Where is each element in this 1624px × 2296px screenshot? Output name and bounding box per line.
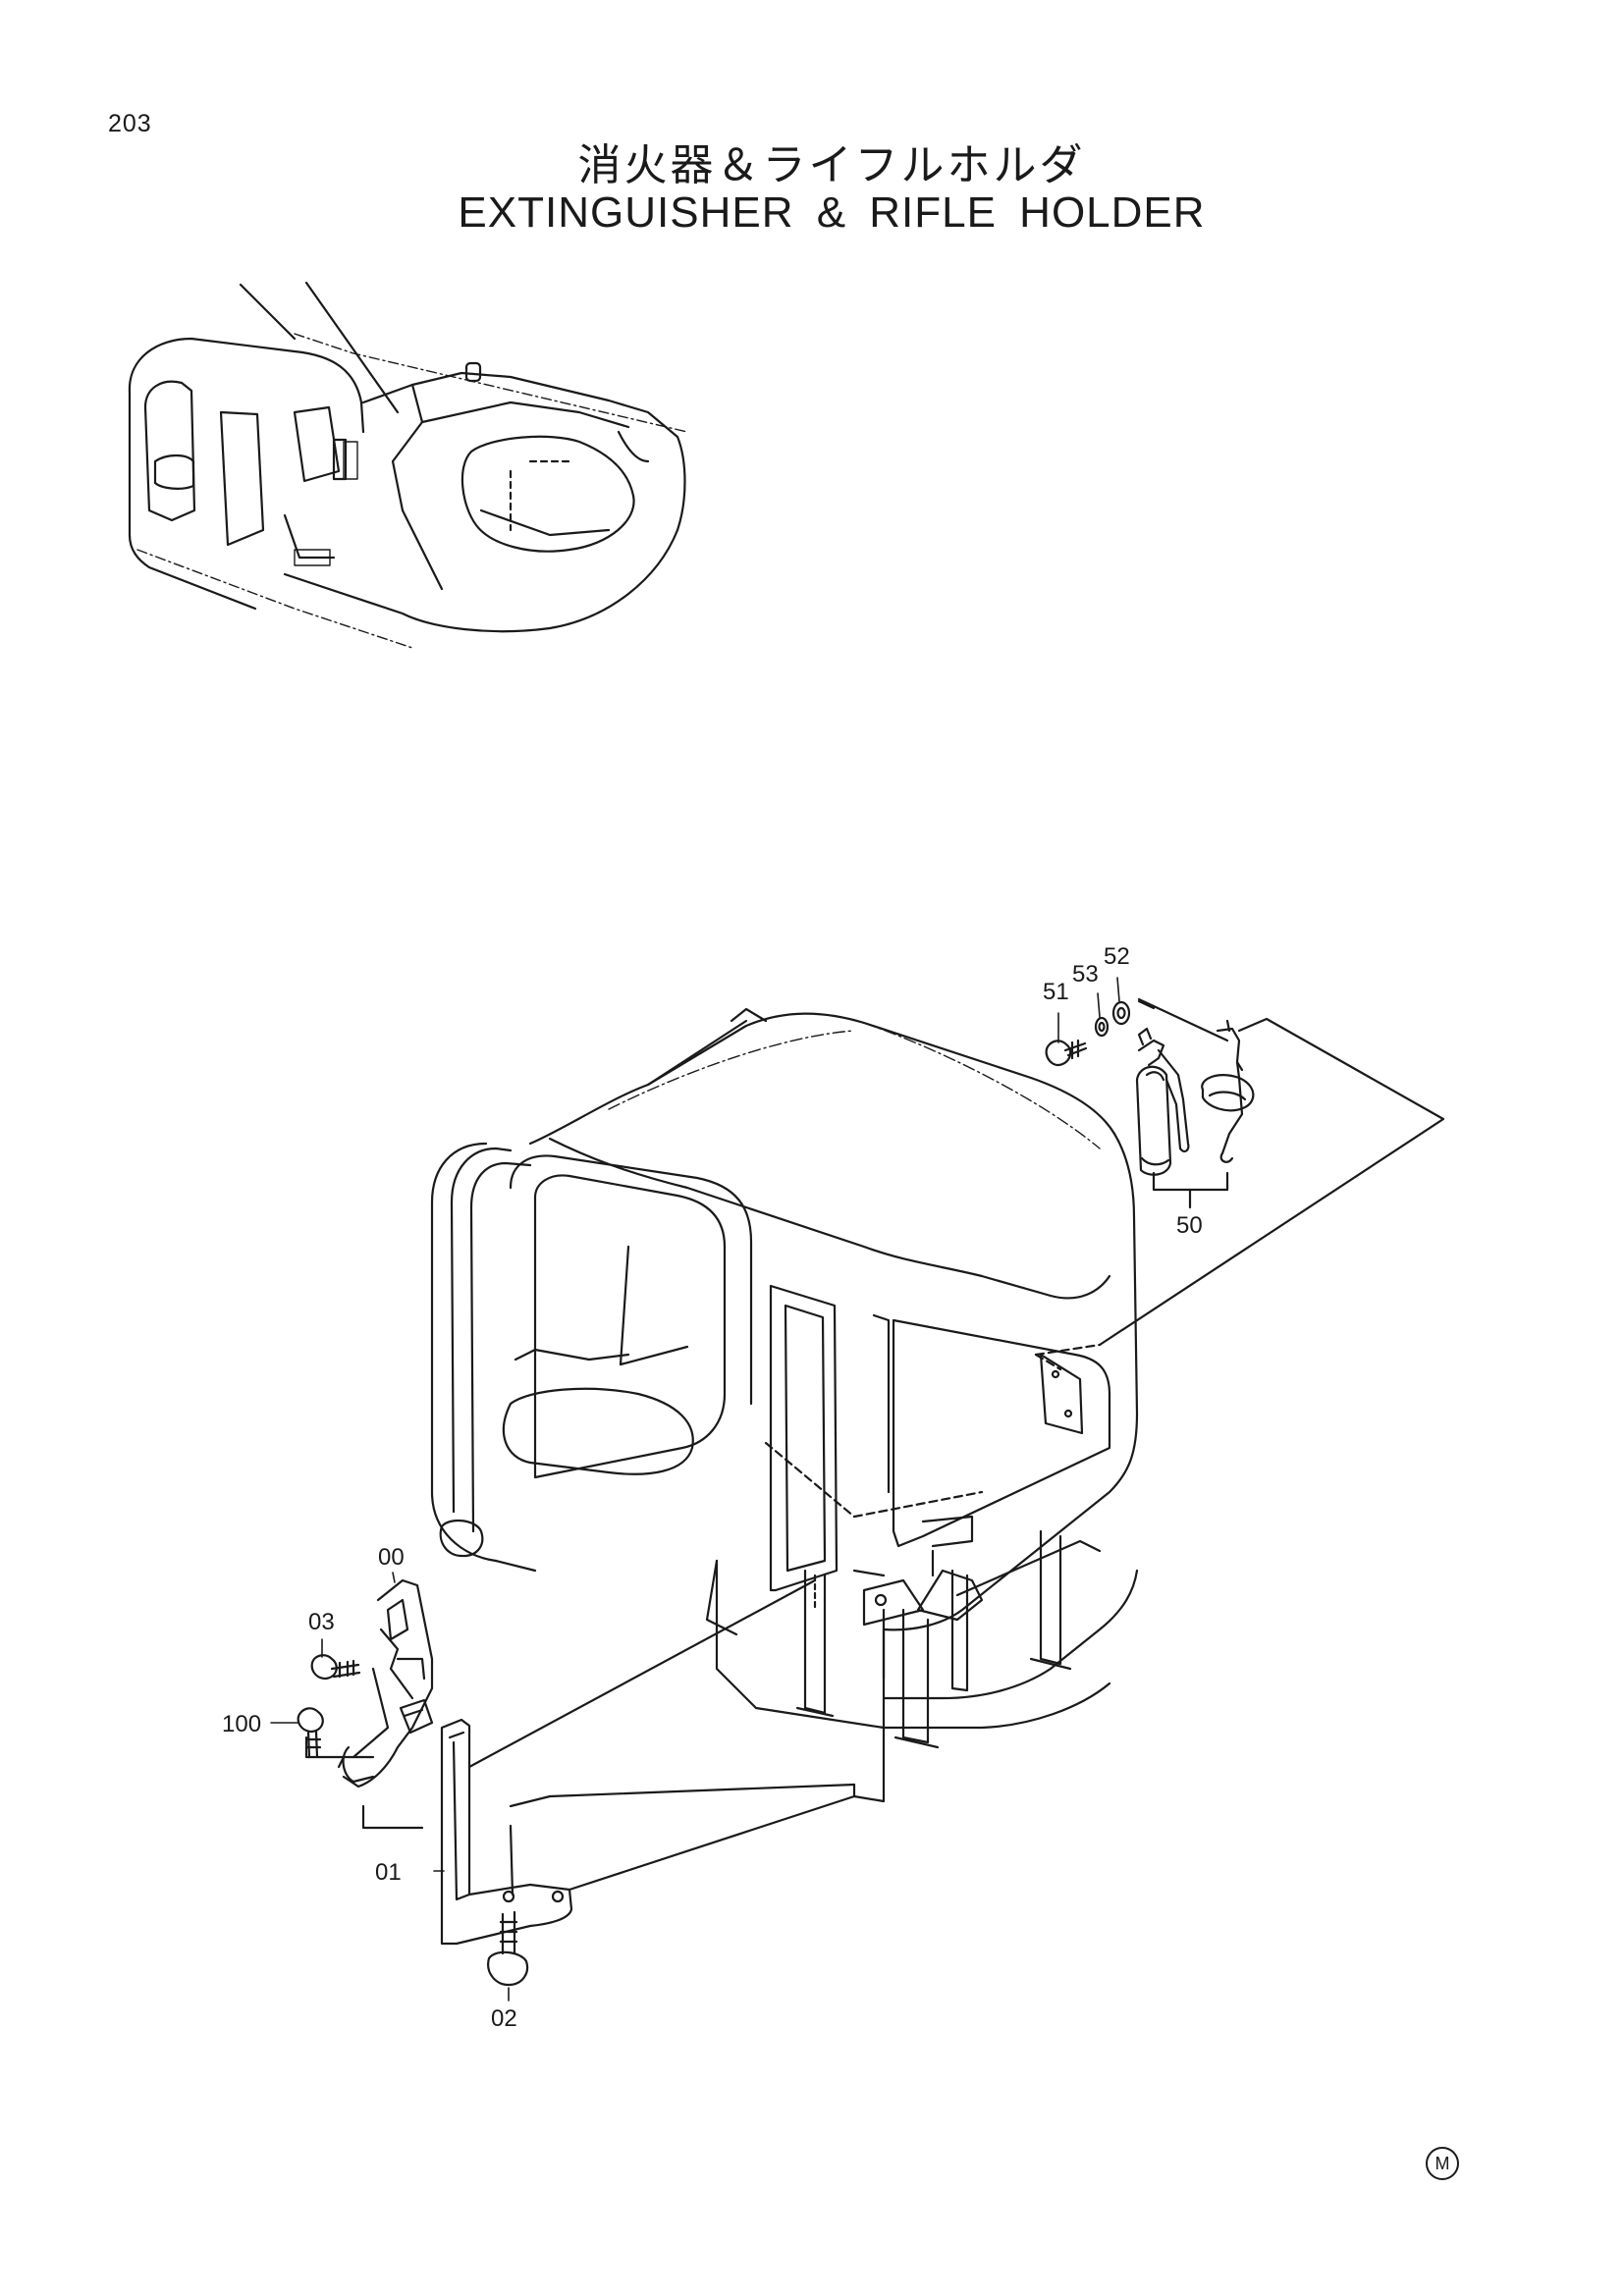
leader-lines <box>270 977 1120 2002</box>
callout-02: 02 <box>491 2005 517 2032</box>
callout-03: 03 <box>308 1609 335 1635</box>
rifle-holder-assembly <box>297 1574 886 1987</box>
callout-labels: 51 53 52 50 00 03 100 01 02 <box>222 943 1203 2032</box>
callout-51: 51 <box>1043 979 1069 1005</box>
m-circle-mark: M <box>1426 2147 1459 2180</box>
title-japanese: 消火器＆ライフルホルダ <box>577 140 1086 190</box>
callout-01: 01 <box>375 1859 402 1886</box>
page-number: 203 <box>108 110 152 137</box>
callout-00: 00 <box>378 1544 405 1571</box>
overview-excavator <box>128 281 688 649</box>
extinguisher-assembly <box>1034 997 1445 1371</box>
title-english: EXTINGUISHER & RIFLE HOLDER <box>458 188 1206 237</box>
callout-52: 52 <box>1104 943 1130 970</box>
callout-100: 100 <box>222 1711 261 1737</box>
callout-53: 53 <box>1072 961 1099 988</box>
callout-50: 50 <box>1176 1212 1203 1239</box>
cab-drawing <box>430 1007 1139 1749</box>
